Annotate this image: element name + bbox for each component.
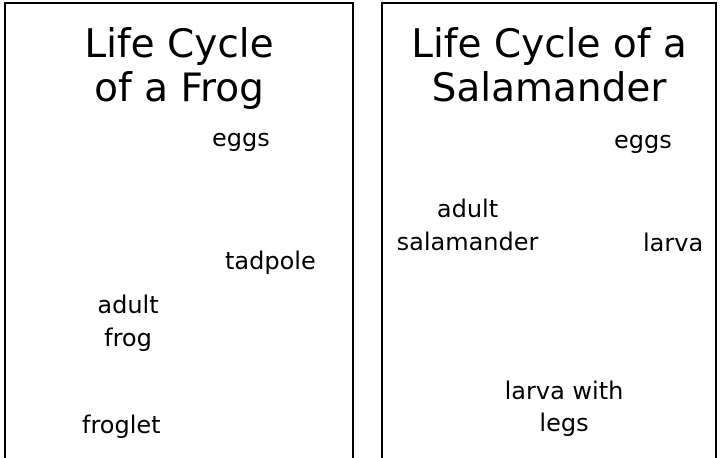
larva-with-legs-label-line2: legs	[494, 410, 634, 437]
frog-title-line1: Life Cycle	[6, 22, 352, 68]
adult-salamander-label-line2: salamander	[395, 229, 540, 256]
froglet-label: froglet	[82, 412, 161, 439]
adult-frog-label-line1: adult	[92, 292, 164, 319]
larva-label: larva	[643, 230, 703, 257]
salamander-title-line2: Salamander	[383, 66, 715, 112]
salamander-title-line1: Life Cycle of a	[383, 22, 715, 68]
larva-with-legs-label-line1: larva with	[494, 378, 634, 405]
frog-eggs-label: eggs	[212, 125, 270, 152]
tadpole-label: tadpole	[225, 248, 316, 275]
adult-salamander-label-line1: adult	[395, 196, 540, 223]
adult-frog-label-line2: frog	[92, 325, 164, 352]
salamander-eggs-label: eggs	[614, 127, 672, 154]
frog-title-line2: of a Frog	[6, 66, 352, 112]
frog-life-cycle-panel: Life Cycle of a Frog	[4, 2, 354, 458]
